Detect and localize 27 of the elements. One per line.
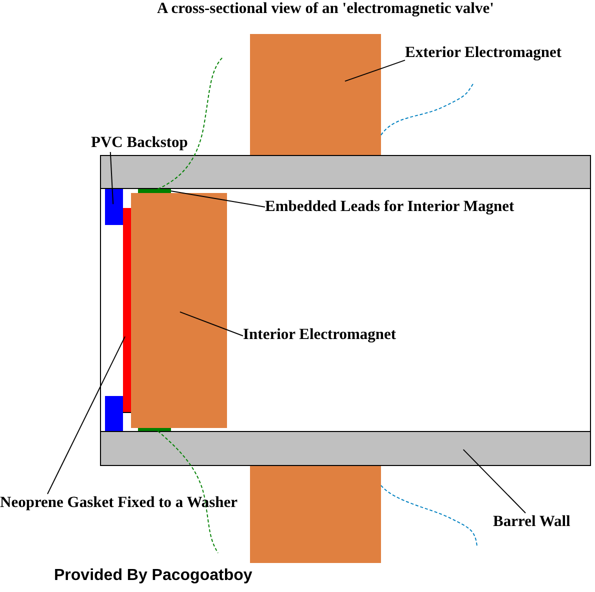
leader-line bbox=[179, 311, 244, 336]
part-label: Exterior Electromagnet bbox=[405, 44, 562, 62]
leader-line bbox=[462, 449, 526, 514]
electromagnet-block bbox=[250, 466, 381, 563]
lead-strip bbox=[138, 428, 171, 431]
electromagnet-block bbox=[250, 34, 381, 155]
barrel-wall bbox=[100, 155, 591, 189]
part-label: Embedded Leads for Interior Magnet bbox=[265, 198, 514, 216]
part-label: Barrel Wall bbox=[493, 513, 570, 531]
leader-line bbox=[170, 190, 266, 208]
part-label: PVC Backstop bbox=[91, 134, 188, 152]
leader-line bbox=[47, 336, 126, 494]
barrel-wall bbox=[100, 431, 591, 466]
credit-text: Provided By Pacogoatboy bbox=[54, 567, 252, 584]
backstop-block bbox=[105, 396, 123, 431]
gasket-strip bbox=[123, 208, 131, 413]
wire bbox=[380, 84, 474, 136]
wire bbox=[157, 430, 218, 554]
backstop-block bbox=[105, 189, 123, 225]
leader-line bbox=[344, 60, 406, 82]
lead-strip bbox=[138, 189, 171, 193]
part-label: Neoprene Gasket Fixed to a Washer bbox=[0, 494, 238, 512]
part-label: Interior Electromagnet bbox=[243, 326, 396, 344]
wire bbox=[157, 56, 224, 190]
wire bbox=[380, 484, 478, 546]
electromagnet-block bbox=[131, 193, 227, 428]
diagram-title: A cross-sectional view of an 'electromagnetic valve' bbox=[157, 0, 494, 18]
